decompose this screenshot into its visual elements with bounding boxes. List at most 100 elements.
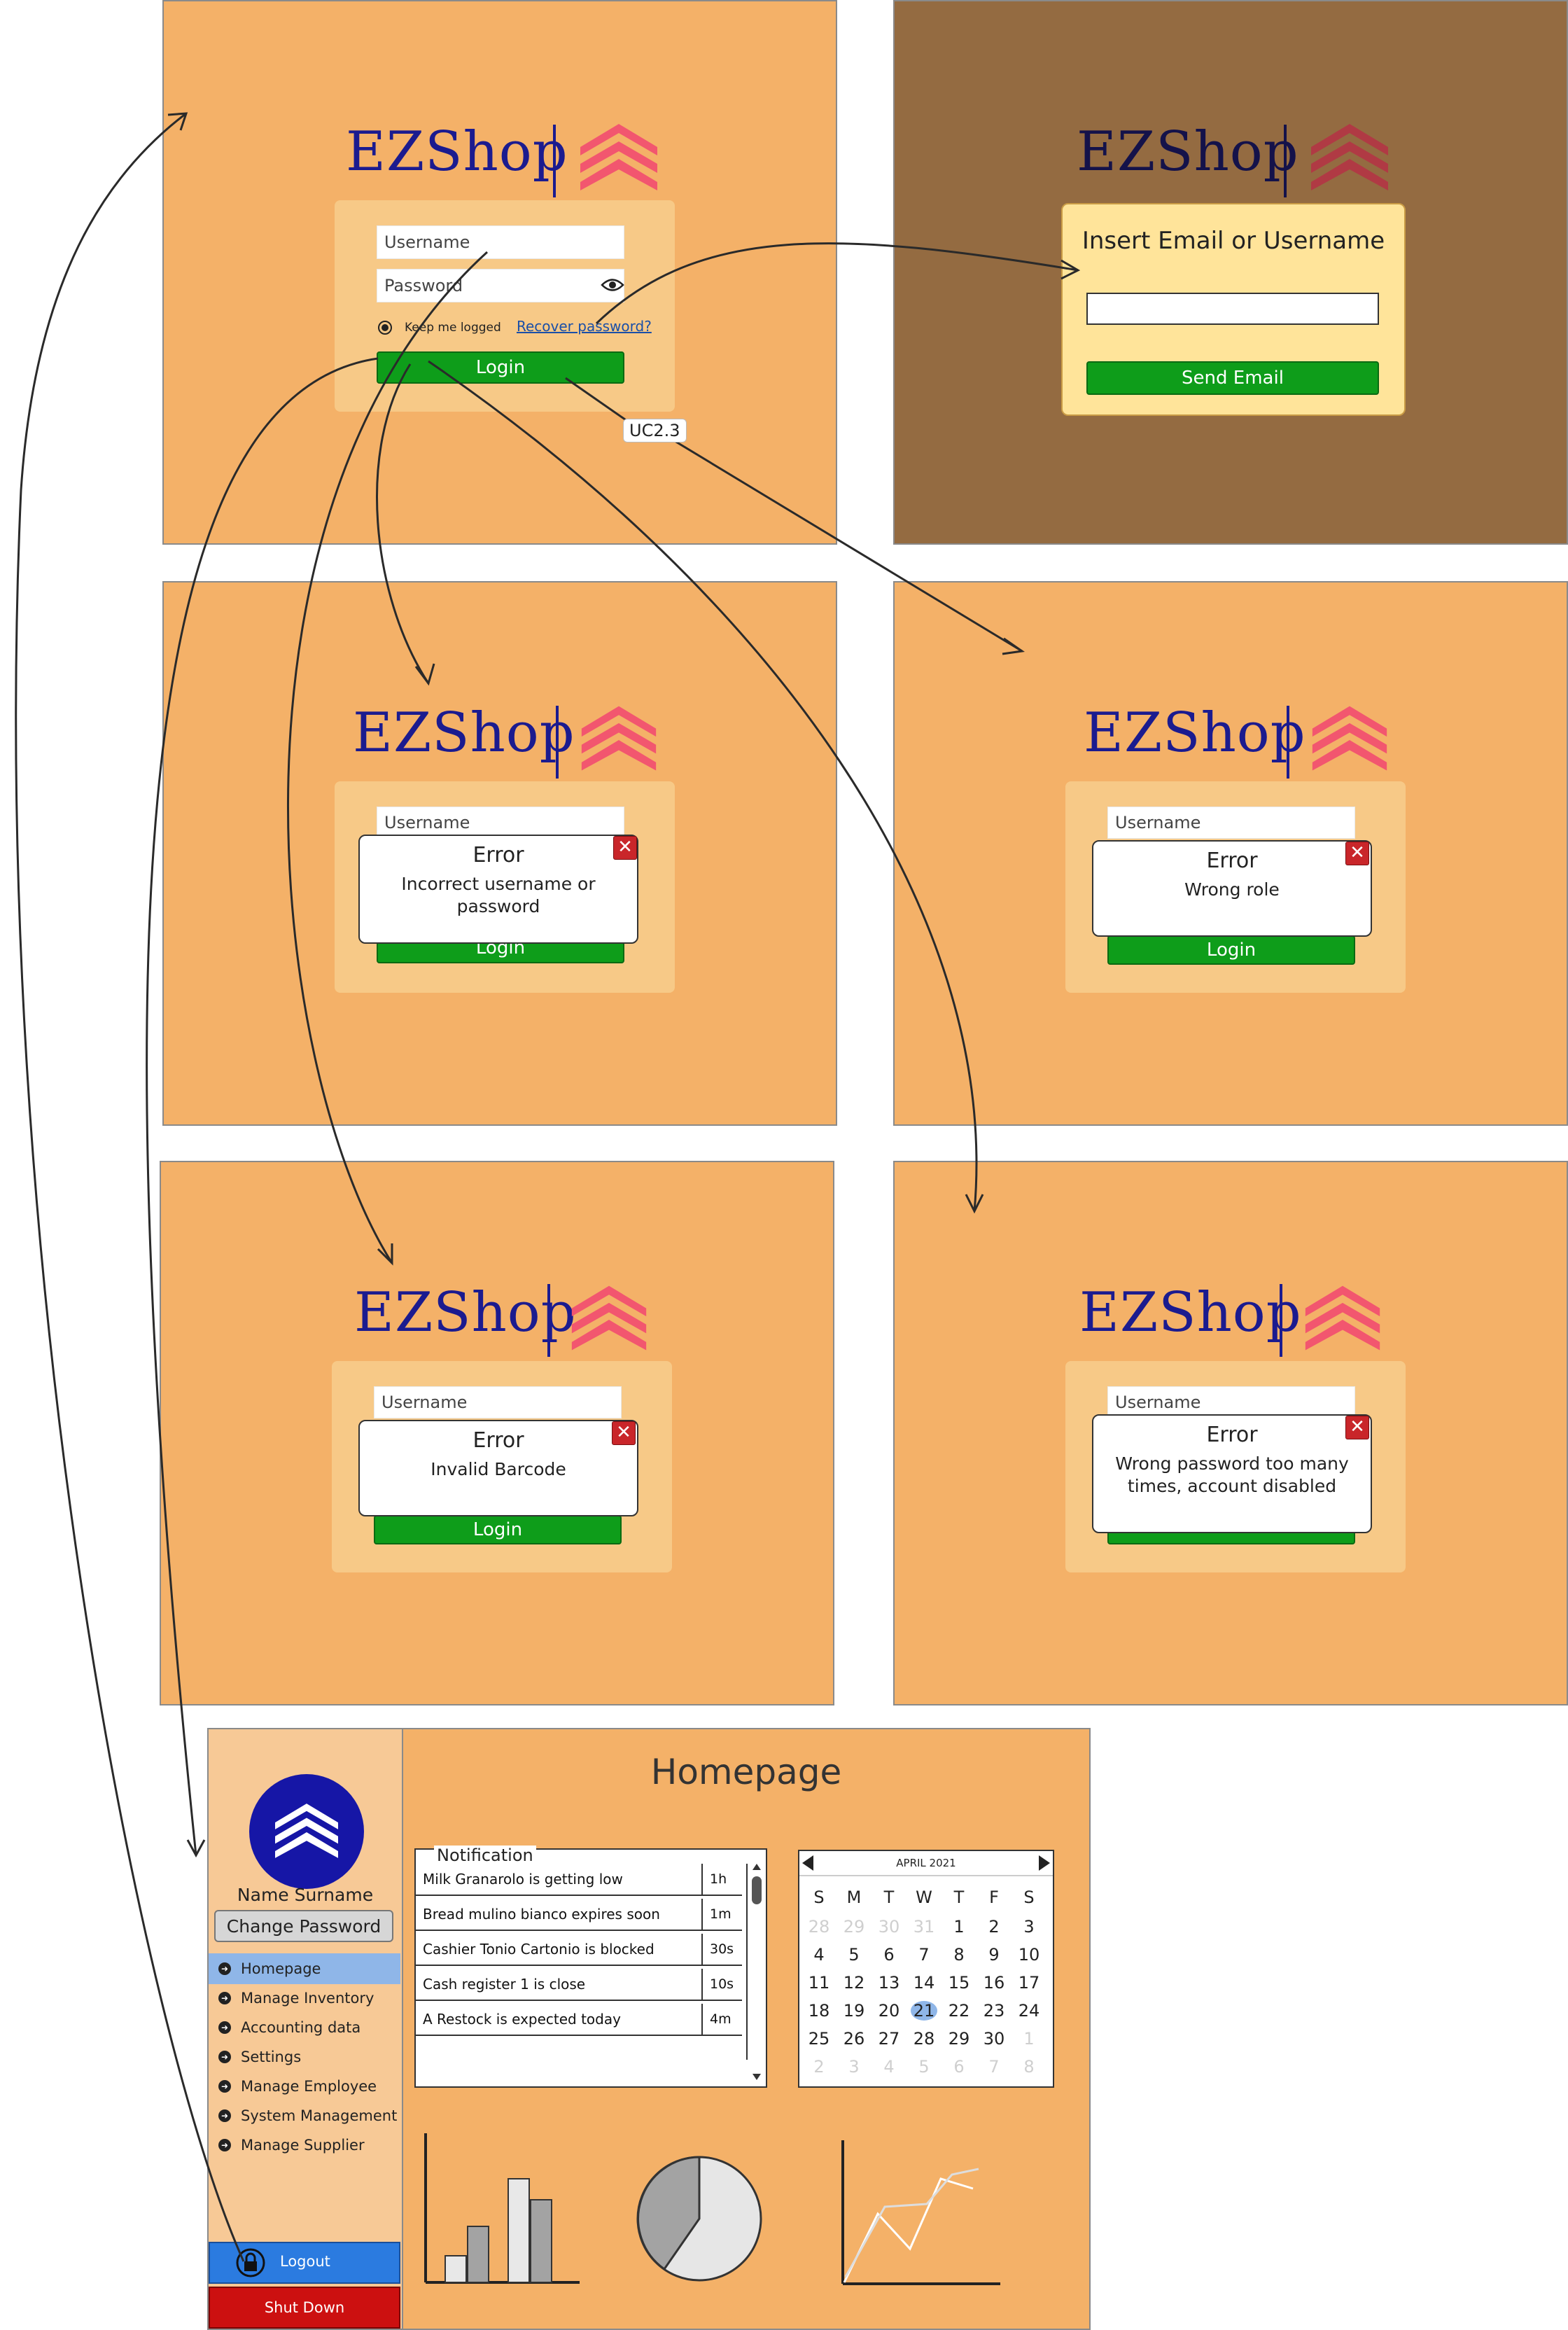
- email-username-input[interactable]: [1086, 293, 1379, 325]
- calendar-day[interactable]: 31: [913, 1917, 935, 1937]
- notification-row[interactable]: Milk Granarolo is getting low: [416, 1864, 701, 1896]
- calendar-day[interactable]: 28: [913, 2029, 935, 2049]
- shutdown-button[interactable]: Shut Down: [209, 2287, 400, 2329]
- keep-logged-radio[interactable]: [378, 321, 392, 335]
- calendar-day[interactable]: 5: [848, 1945, 860, 1965]
- notification-row[interactable]: Cash register 1 is close: [416, 1969, 701, 2001]
- calendar-day[interactable]: 2: [988, 1917, 1000, 1937]
- brand-divider: [1280, 1284, 1282, 1357]
- calendar-day[interactable]: 3: [1023, 1917, 1035, 1937]
- calendar-weekday: T: [953, 1888, 965, 1907]
- calendar-weekday: W: [916, 1888, 932, 1907]
- sidebar-item-system-management[interactable]: ➜System Management: [218, 2107, 397, 2124]
- arrow-circle-icon: ➜: [218, 1962, 231, 1975]
- notification-row[interactable]: Bread mulino bianco expires soon: [416, 1899, 701, 1931]
- calendar-day[interactable]: 11: [808, 1973, 830, 1993]
- close-icon[interactable]: ✕: [612, 1421, 636, 1445]
- logout-button[interactable]: Logout: [209, 2242, 400, 2284]
- password-input[interactable]: Password: [377, 269, 624, 302]
- close-icon[interactable]: ✕: [1345, 1416, 1369, 1439]
- calendar-day[interactable]: 29: [948, 2029, 970, 2049]
- calendar-day[interactable]: 8: [1023, 2057, 1035, 2077]
- sidebar-item-label: Homepage: [241, 1960, 321, 1977]
- calendar-day-selected[interactable]: 21: [911, 2001, 937, 2021]
- calendar-day[interactable]: 3: [848, 2057, 860, 2077]
- homepage-screen: Name Surname Change Password Logout Shut…: [207, 1728, 1091, 2330]
- calendar-day[interactable]: 7: [918, 1945, 930, 1965]
- error-dialog: Error Incorrect username or password: [358, 835, 638, 944]
- sidebar-item-homepage[interactable]: ➜ Homepage: [218, 1960, 321, 1977]
- sidebar-item-manage-supplier[interactable]: ➜Manage Supplier: [218, 2137, 365, 2154]
- calendar-day[interactable]: 12: [843, 1973, 865, 1993]
- notification-row[interactable]: Cashier Tonio Cartonio is blocked: [416, 1934, 701, 1966]
- calendar-day[interactable]: 26: [843, 2029, 865, 2049]
- sidebar-item-label: Manage Inventory: [241, 1990, 374, 2007]
- notification-scrollbar[interactable]: [748, 1862, 766, 2086]
- scroll-up-icon[interactable]: [752, 1864, 761, 1870]
- calendar-day[interactable]: 16: [983, 1973, 1005, 1993]
- sidebar-item-manage-inventory[interactable]: ➜Manage Inventory: [218, 1990, 374, 2007]
- notification-time: 10s: [701, 1969, 742, 2001]
- calendar-day[interactable]: 24: [1018, 2001, 1040, 2021]
- calendar-day[interactable]: 17: [1018, 1973, 1040, 1993]
- arrow-circle-icon: ➜: [218, 2109, 231, 2122]
- calendar-day[interactable]: 1: [953, 1917, 965, 1937]
- login-button[interactable]: Login: [377, 351, 624, 384]
- calendar-weekday: S: [1023, 1888, 1035, 1907]
- logout-label: Logout: [280, 2253, 330, 2270]
- username-input[interactable]: Username: [374, 1386, 622, 1418]
- arrow-circle-icon: ➜: [218, 2021, 231, 2034]
- calendar-day[interactable]: 8: [953, 1945, 965, 1965]
- notification-row[interactable]: A Restock is expected today: [416, 2004, 701, 2036]
- username-input[interactable]: Username: [377, 225, 624, 259]
- calendar-day[interactable]: 18: [808, 2001, 830, 2021]
- close-icon[interactable]: ✕: [1345, 842, 1369, 865]
- change-password-button[interactable]: Change Password: [214, 1910, 393, 1942]
- send-email-button[interactable]: Send Email: [1086, 361, 1379, 395]
- calendar-day[interactable]: 9: [988, 1945, 1000, 1965]
- calendar-day[interactable]: 7: [988, 2057, 1000, 2077]
- ezshop-logo-icon: [275, 1804, 338, 1858]
- calendar-day[interactable]: 2: [813, 2057, 825, 2077]
- calendar-day[interactable]: 13: [878, 1973, 900, 1993]
- calendar-day[interactable]: 6: [953, 2057, 965, 2077]
- calendar-day[interactable]: 4: [883, 2057, 895, 2077]
- show-password-eye-icon[interactable]: [601, 277, 624, 293]
- login-button[interactable]: Login: [374, 1515, 622, 1544]
- calendar-day[interactable]: 28: [808, 1917, 830, 1937]
- pie-chart-icon: [636, 2156, 762, 2282]
- recover-password-link[interactable]: Recover password?: [517, 318, 652, 335]
- sidebar-item-label: Manage Supplier: [241, 2137, 365, 2154]
- calendar-day[interactable]: 4: [813, 1945, 825, 1965]
- scroll-thumb[interactable]: [752, 1876, 762, 1904]
- calendar-day[interactable]: 1: [1023, 2029, 1035, 2049]
- calendar-day[interactable]: 30: [983, 2029, 1005, 2049]
- calendar-day[interactable]: 10: [1018, 1945, 1040, 1965]
- error-wrong-role-screen: EZShop Username Login Error Wrong role ✕: [893, 581, 1568, 1126]
- calendar-day[interactable]: 27: [878, 2029, 900, 2049]
- sidebar-item-manage-employee[interactable]: ➜Manage Employee: [218, 2078, 377, 2095]
- calendar-day[interactable]: 25: [808, 2029, 830, 2049]
- calendar-day[interactable]: 29: [843, 1917, 865, 1937]
- username-input[interactable]: Username: [1107, 807, 1355, 839]
- username-input[interactable]: Username: [1107, 1386, 1355, 1418]
- calendar-day[interactable]: 5: [918, 2057, 930, 2077]
- login-button[interactable]: Login: [1107, 935, 1355, 965]
- calendar-day[interactable]: 14: [913, 1973, 935, 1993]
- next-month-icon[interactable]: [1039, 1855, 1050, 1871]
- calendar-day[interactable]: 15: [948, 1973, 970, 1993]
- calendar-day[interactable]: 30: [878, 1917, 900, 1937]
- calendar-weekday: M: [846, 1888, 862, 1907]
- calendar-day[interactable]: 22: [948, 2001, 970, 2021]
- arrow-circle-icon: ➜: [218, 2051, 231, 2063]
- close-icon[interactable]: ✕: [613, 836, 637, 860]
- prev-month-icon[interactable]: [802, 1855, 813, 1871]
- sidebar-item-accounting-data[interactable]: ➜Accounting data: [218, 2019, 360, 2036]
- calendar-day[interactable]: 6: [883, 1945, 895, 1965]
- calendar-day[interactable]: 20: [878, 2001, 900, 2021]
- sidebar-item-settings[interactable]: ➜Settings: [218, 2049, 301, 2065]
- calendar-day[interactable]: 19: [843, 2001, 865, 2021]
- scroll-down-icon[interactable]: [752, 2074, 761, 2080]
- calendar-day[interactable]: 23: [983, 2001, 1005, 2021]
